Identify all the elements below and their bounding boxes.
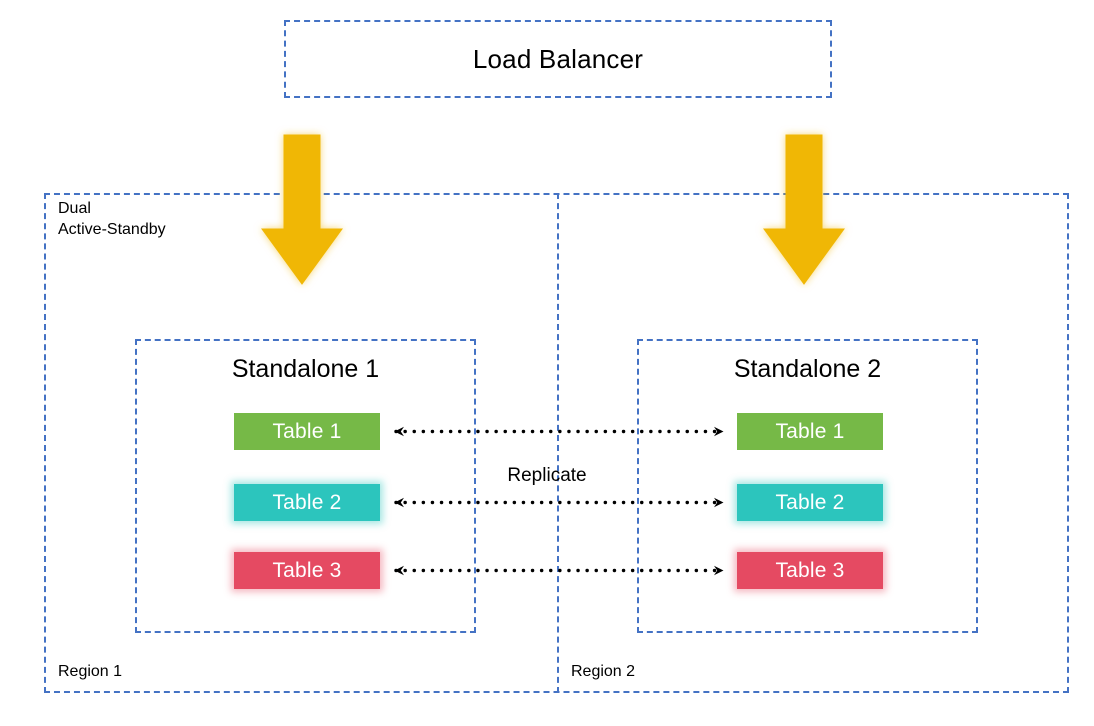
load-balancer-box[interactable]: Load Balancer (284, 20, 832, 98)
traffic-arrow-left-icon (261, 134, 343, 285)
standalone-2-title: Standalone 2 (733, 355, 882, 383)
traffic-arrow-right-icon (763, 134, 845, 285)
standalone-2-box[interactable]: Standalone 2 (637, 339, 978, 633)
dual-active-standby-region[interactable] (44, 193, 1069, 693)
region-divider-line (557, 193, 559, 693)
region-1-label: Region 1 (58, 663, 123, 680)
region-2-label: Region 2 (571, 663, 636, 680)
standalone-1-table-2[interactable]: Table 2 (234, 484, 380, 521)
standalone-2-table-3[interactable]: Table 3 (737, 552, 883, 589)
standalone-1-title: Standalone 1 (231, 355, 380, 383)
standalone-1-box[interactable]: Standalone 1 (135, 339, 476, 633)
standalone-1-table-1[interactable]: Table 1 (234, 413, 380, 450)
standalone-2-table-1[interactable]: Table 1 (737, 413, 883, 450)
replicate-label: Replicate (507, 465, 587, 486)
dual-active-standby-label: Dual Active-Standby (58, 198, 166, 240)
dual-active-standby-label-text: Dual Active-Standby (58, 200, 166, 238)
standalone-1-table-3[interactable]: Table 3 (234, 552, 380, 589)
standalone-2-table-2[interactable]: Table 2 (737, 484, 883, 521)
load-balancer-label: Load Balancer (472, 43, 644, 74)
